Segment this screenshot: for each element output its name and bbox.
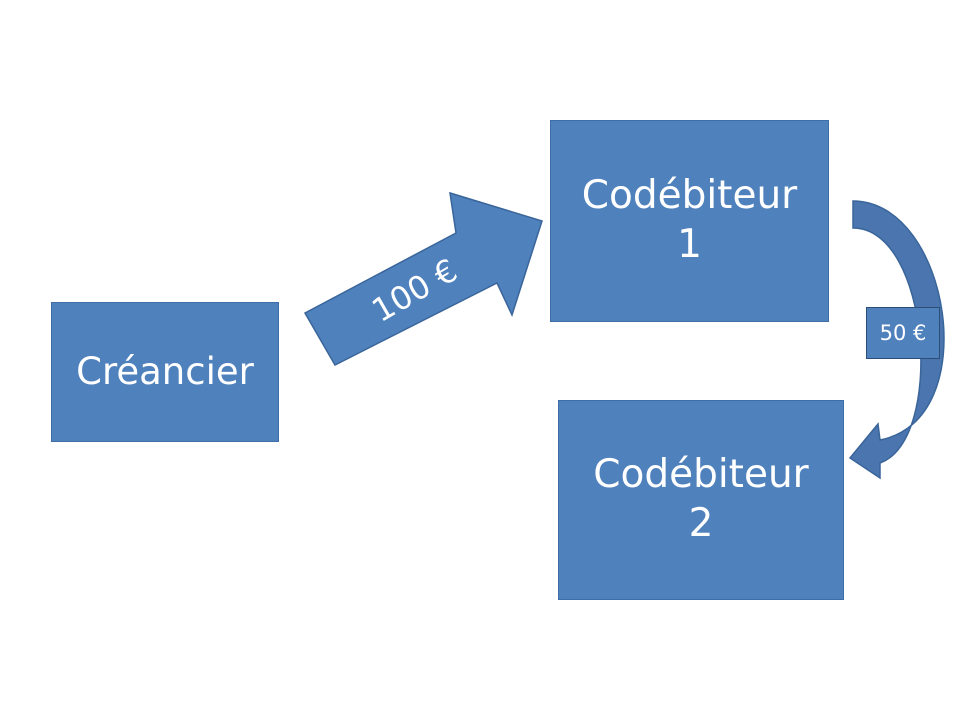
node-codebiteur-1: Codébiteur 1 — [550, 120, 829, 322]
node-codebiteur-1-label: Codébiteur 1 — [581, 173, 798, 267]
curved-arrow-shape — [848, 200, 945, 480]
node-codebiteur-2-label: Codébiteur 2 — [593, 452, 809, 546]
node-creancier-label: Créancier — [76, 349, 254, 393]
straight-arrow-shape — [303, 191, 543, 366]
flow-label-50: 50 € — [866, 307, 940, 359]
node-codebiteur-2: Codébiteur 2 — [558, 400, 844, 600]
node-creancier: Créancier — [51, 302, 279, 442]
arrow-creancier-to-codebiteur1: 100 € — [303, 191, 543, 366]
arrow-codebiteur1-to-codebiteur2 — [848, 200, 945, 480]
flow-label-50-text: 50 € — [879, 321, 927, 345]
